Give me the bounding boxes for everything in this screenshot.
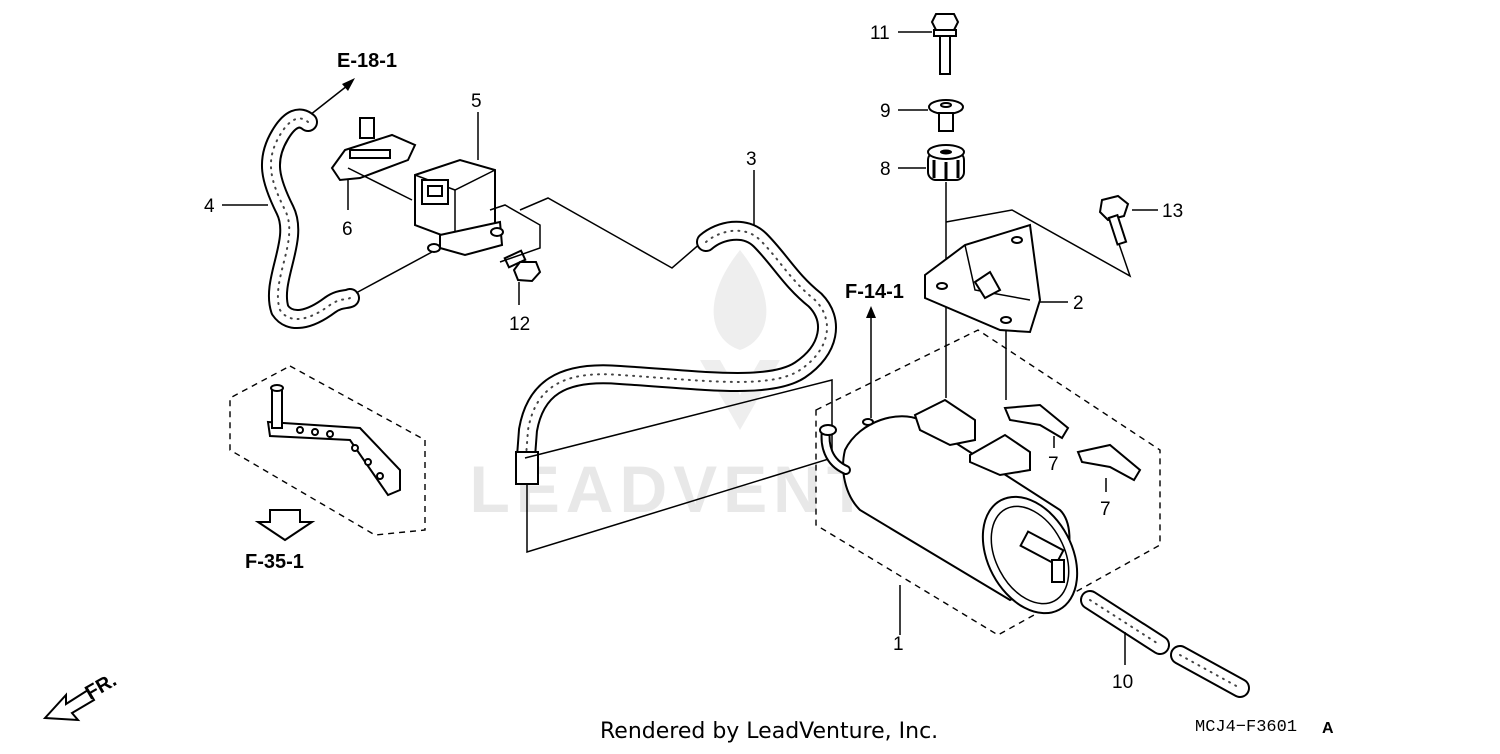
callout-8[interactable]: 8 <box>880 159 891 180</box>
collar-9[interactable] <box>928 99 964 132</box>
arrow-head-icon <box>342 78 355 91</box>
solenoid-bracket-6[interactable] <box>330 117 417 182</box>
arrow-up-icon <box>866 306 876 318</box>
down-arrow-icon <box>254 509 316 542</box>
pin-icon <box>271 387 283 429</box>
callout-6[interactable]: 6 <box>342 219 353 240</box>
callout-11[interactable]: 11 <box>870 23 890 44</box>
callout-3[interactable]: 3 <box>746 149 757 170</box>
hose-3[interactable] <box>515 220 837 485</box>
callout-13[interactable]: 13 <box>1162 201 1183 222</box>
pad-7a[interactable] <box>1003 403 1070 440</box>
purge-control-solenoid-5[interactable] <box>414 158 504 257</box>
bolt-12[interactable] <box>503 249 542 283</box>
canister-bracket-2[interactable] <box>924 223 1042 334</box>
callout-5[interactable]: 5 <box>471 91 482 112</box>
ref-f14-1[interactable]: F-14-1 <box>845 281 904 303</box>
callout-9[interactable]: 9 <box>880 101 891 122</box>
bracket-assembly-outline <box>229 365 426 536</box>
ref-e18-1[interactable]: E-18-1 <box>337 50 397 72</box>
flame-logo-icon <box>713 250 767 350</box>
diagram-code: MCJ4−F3601 <box>1195 718 1297 737</box>
evap-canister-1[interactable] <box>819 398 1096 629</box>
front-direction-marker: FR. <box>42 669 120 722</box>
callout-7b[interactable]: 7 <box>1100 499 1111 520</box>
callout-10[interactable]: 10 <box>1112 672 1133 693</box>
hose-4[interactable] <box>260 108 360 329</box>
rubber-mount-8[interactable] <box>927 144 965 181</box>
bracket-plate-icon <box>266 420 401 497</box>
callout-12[interactable]: 12 <box>509 314 530 335</box>
callout-7a[interactable]: 7 <box>1048 454 1059 475</box>
pad-7b[interactable] <box>1076 443 1142 482</box>
callout-1[interactable]: 1 <box>893 634 904 655</box>
bolt-13[interactable] <box>1098 194 1130 246</box>
rendered-by-footer: Rendered by LeadVenture, Inc. <box>600 719 938 744</box>
bolt-11[interactable] <box>930 13 960 75</box>
callout-4[interactable]: 4 <box>204 196 215 217</box>
callout-2[interactable]: 2 <box>1073 293 1084 314</box>
front-arrow-icon <box>42 688 96 722</box>
ref-f35-1[interactable]: F-35-1 <box>245 551 304 573</box>
diagram-code-suffix: A <box>1322 720 1334 737</box>
canister-assembly-outline <box>815 329 1161 636</box>
tube-10[interactable] <box>1080 590 1250 698</box>
